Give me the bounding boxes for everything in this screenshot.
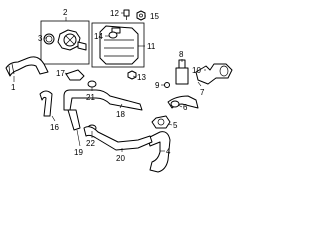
callout-12: 12 xyxy=(110,9,119,18)
part-1-hose xyxy=(5,56,49,77)
part-8-bracket xyxy=(175,59,189,85)
part-6-clamp xyxy=(170,100,180,108)
callout-13: 13 xyxy=(137,73,146,82)
box-part-2-group xyxy=(40,20,90,65)
callout-4: 4 xyxy=(166,147,171,156)
callout-20: 20 xyxy=(116,154,125,163)
callout-3: 3 xyxy=(38,34,43,43)
callout-16: 16 xyxy=(50,123,59,132)
callout-11: 11 xyxy=(147,42,156,51)
callout-1: 1 xyxy=(11,83,16,92)
part-9-clip xyxy=(164,82,170,88)
part-4-hose xyxy=(147,131,171,173)
callout-19: 19 xyxy=(74,148,83,157)
part-2-thermostat-housing xyxy=(57,29,87,51)
callout-18: 18 xyxy=(116,110,125,119)
callout-5: 5 xyxy=(173,121,178,130)
part-15-nut xyxy=(136,10,146,21)
callout-9: 9 xyxy=(155,81,160,90)
callout-6: 6 xyxy=(183,103,188,112)
part-13-bolt xyxy=(127,70,137,80)
callout-labels: 1 2 3 4 5 6 7 8 9 10 11 12 13 14 15 16 1… xyxy=(11,8,205,163)
part-5-fitting xyxy=(151,115,171,129)
leader-lines xyxy=(13,12,206,152)
callout-21: 21 xyxy=(86,93,95,102)
part-16-hose xyxy=(39,90,53,117)
callout-2: 2 xyxy=(63,8,68,17)
part-18-hose xyxy=(63,89,143,111)
part-3-clamp xyxy=(43,33,55,45)
callout-10: 10 xyxy=(192,66,201,75)
part-19-hose xyxy=(67,109,81,131)
part-20-hose xyxy=(83,126,153,151)
parts-diagram: 1 2 3 4 5 6 7 8 9 10 11 12 13 14 15 16 1… xyxy=(5,8,233,173)
part-11-reservoir xyxy=(99,25,139,65)
box-part-11-group xyxy=(91,22,145,68)
part-17-hose xyxy=(65,69,85,81)
callout-7: 7 xyxy=(200,88,205,97)
part-10-outlet xyxy=(195,63,233,85)
callout-17: 17 xyxy=(56,69,65,78)
callout-22: 22 xyxy=(86,139,95,148)
callout-14: 14 xyxy=(94,32,103,41)
part-14-cap xyxy=(108,31,118,39)
part-21-clamp xyxy=(87,80,97,88)
callout-8: 8 xyxy=(179,50,184,59)
callout-15: 15 xyxy=(150,12,159,21)
part-12-bolt xyxy=(123,9,130,20)
